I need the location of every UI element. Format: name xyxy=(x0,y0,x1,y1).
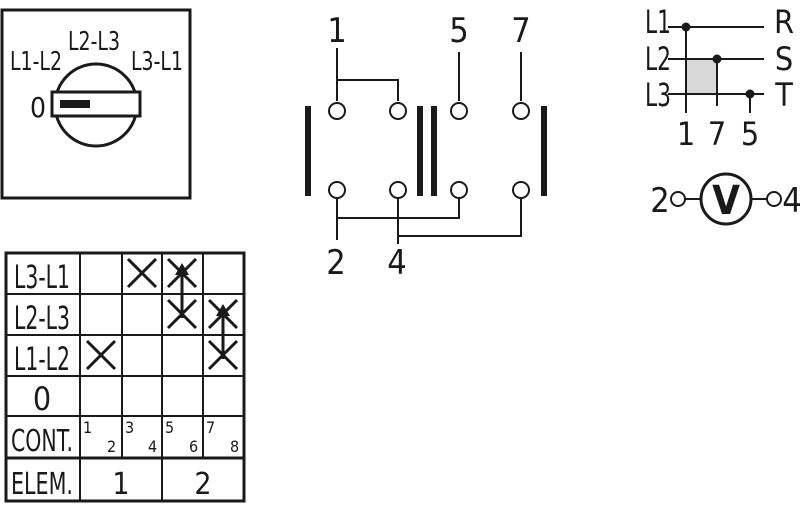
contact-num-1: 1 xyxy=(83,418,92,437)
voltmeter-terminal-left xyxy=(670,191,686,207)
contact-num-8: 8 xyxy=(230,437,239,456)
terminal-label-4: 4 xyxy=(387,243,406,283)
voltmeter: V 2 4 xyxy=(650,172,800,226)
contact-1 xyxy=(328,102,346,120)
terminal-label-2: 2 xyxy=(326,243,345,283)
contact-8 xyxy=(512,181,530,199)
voltmeter-label-right: 4 xyxy=(782,181,800,221)
phase-label-l2: L2 xyxy=(645,40,671,78)
label-pos-l2-l3: L2-L3 xyxy=(68,27,120,57)
contact-7 xyxy=(512,102,530,120)
contact-wiring xyxy=(305,48,547,244)
switching-marks xyxy=(85,257,239,371)
terminal-label-7: 7 xyxy=(511,11,530,51)
row-label-l2-l3: L2-L3 xyxy=(14,299,70,337)
switch-mark-x xyxy=(207,339,239,371)
row-label-cont: CONT. xyxy=(11,424,73,459)
contact-num-2: 2 xyxy=(107,437,116,456)
element-num-2: 2 xyxy=(194,467,211,502)
phase-label-l3: L3 xyxy=(645,76,671,114)
row-label-zero: 0 xyxy=(33,380,51,418)
contact-2 xyxy=(328,181,346,199)
contact-3 xyxy=(389,102,407,120)
junction-l1 xyxy=(681,22,691,32)
voltmeter-symbol: V xyxy=(712,178,740,224)
phase-output-r: R xyxy=(774,3,794,41)
row-label-l1-l2: L1-L2 xyxy=(14,340,70,378)
label-pos-l3-l1: L3-L1 xyxy=(131,47,183,77)
switch-mark-x xyxy=(166,257,198,289)
selector-pointer xyxy=(60,100,90,108)
phase-number-5: 5 xyxy=(741,115,759,153)
phase-shaded-region xyxy=(686,59,717,94)
label-pos-zero: 0 xyxy=(30,91,46,124)
phase-number-1: 1 xyxy=(677,115,695,153)
contact-num-3: 3 xyxy=(125,418,134,437)
switch-mark-x xyxy=(166,298,198,330)
phase-label-l1: L1 xyxy=(645,3,671,41)
switch-mark-x xyxy=(126,257,158,289)
phase-output-s: S xyxy=(775,40,793,78)
selector-switch: L1-L2 L2-L3 L3-L1 0 xyxy=(0,8,192,200)
arrow-head-2 xyxy=(216,304,230,316)
contact-num-6: 6 xyxy=(189,437,198,456)
contact-4 xyxy=(389,181,407,199)
element-num-1: 1 xyxy=(112,467,129,502)
phase-output-t: T xyxy=(774,76,793,114)
row-label-l3-l1: L3-L1 xyxy=(14,258,70,296)
contact-num-5: 5 xyxy=(165,418,174,437)
terminal-label-5: 5 xyxy=(449,11,468,51)
junction-l2 xyxy=(712,54,722,64)
contact-5 xyxy=(450,102,468,120)
switch-mark-x xyxy=(207,298,239,330)
row-label-elem: ELEM. xyxy=(11,467,73,502)
phase-number-7: 7 xyxy=(708,115,726,153)
voltmeter-label-left: 2 xyxy=(650,181,669,221)
junction-l3 xyxy=(745,89,755,99)
contact-num-7: 7 xyxy=(206,418,215,437)
voltmeter-terminal-right xyxy=(766,191,782,207)
switching-table: L3-L1 L2-L3 L1-L2 0 CONT. ELEM. 1 2 3 4 … xyxy=(4,251,246,503)
selector-frame xyxy=(0,8,192,200)
contact-num-4: 4 xyxy=(148,437,157,456)
phase-diagram: L1 L2 L3 R S T 1 7 5 xyxy=(645,3,794,153)
contact-6 xyxy=(450,181,468,199)
switch-mark-x xyxy=(85,339,117,371)
voltmeter-circle xyxy=(699,172,753,226)
terminal-label-1: 1 xyxy=(327,11,346,51)
arrow-head-1 xyxy=(175,263,189,275)
label-pos-l1-l2: L1-L2 xyxy=(10,47,62,77)
